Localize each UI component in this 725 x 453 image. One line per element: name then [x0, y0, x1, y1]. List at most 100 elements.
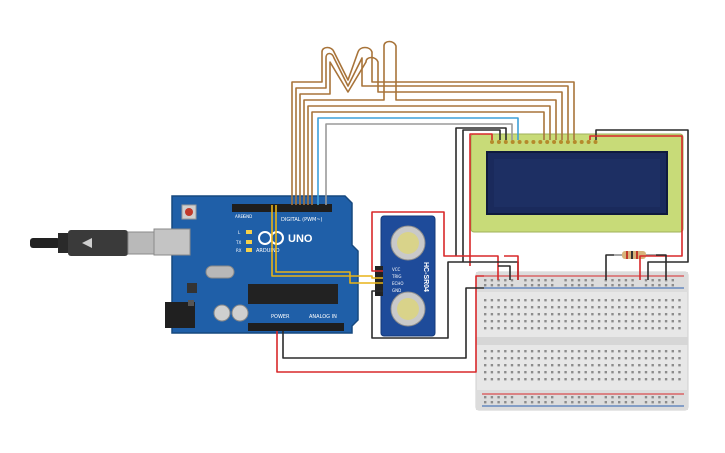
breadboard-hole	[671, 327, 674, 330]
breadboard-hole	[490, 401, 494, 404]
breadboard-hole	[604, 279, 607, 282]
breadboard-hole	[484, 279, 487, 282]
breadboard-hole	[624, 284, 628, 287]
breadboard-hole	[631, 306, 634, 309]
breadboard-hole	[510, 364, 514, 367]
breadboard-hole	[577, 396, 581, 399]
breadboard-hole	[678, 299, 681, 302]
breadboard-hole	[611, 364, 614, 367]
breadboard-hole	[484, 306, 487, 309]
wires	[271, 40, 689, 373]
breadboard-hole	[618, 320, 621, 323]
breadboard-hole	[591, 306, 594, 309]
breadboard-hole	[584, 396, 587, 399]
breadboard-hole	[497, 357, 500, 360]
breadboard-hole	[497, 299, 500, 302]
breadboard-hole	[490, 299, 494, 302]
breadboard-hole	[490, 327, 494, 330]
breadboard-hole	[671, 306, 674, 309]
breadboard-hole	[564, 306, 567, 309]
breadboard-hole	[584, 371, 587, 374]
breadboard-hole	[497, 401, 500, 404]
breadboard-hole	[577, 299, 581, 302]
breadboard-hole	[611, 350, 614, 353]
breadboard-hole	[517, 350, 520, 353]
breadboard-hole	[604, 350, 607, 353]
breadboard-hole	[658, 364, 661, 367]
breadboard-hole	[631, 357, 634, 360]
breadboard-hole	[658, 401, 661, 404]
breadboard-hole	[611, 320, 614, 323]
breadboard-hole	[651, 284, 654, 287]
breadboard-hole	[611, 306, 614, 309]
breadboard-hole	[537, 378, 540, 381]
breadboard-hole	[671, 279, 674, 282]
breadboard-hole	[530, 306, 534, 309]
breadboard-hole	[571, 371, 574, 374]
breadboard-hole	[584, 357, 587, 360]
breadboard-hole	[577, 313, 581, 316]
breadboard-hole	[644, 306, 648, 309]
breadboard-hole	[537, 313, 540, 316]
breadboard-hole	[484, 299, 487, 302]
breadboard-hole	[678, 371, 681, 374]
breadboard-hole	[611, 284, 614, 287]
breadboard-hole	[564, 299, 567, 302]
arduino-uno-board: UNO ARDUINO DIGITAL (PWM~) POWER ANALOG …	[153, 195, 359, 334]
breadboard-hole	[537, 371, 540, 374]
breadboard-hole	[557, 306, 561, 309]
breadboard-hole	[571, 313, 574, 316]
breadboard-hole	[631, 396, 634, 399]
breadboard-hole	[664, 350, 668, 353]
breadboard-hole	[551, 284, 554, 287]
breadboard-hole	[490, 357, 494, 360]
breadboard-hole	[611, 378, 614, 381]
breadboard-hole	[510, 350, 514, 353]
breadboard-hole	[638, 364, 641, 367]
led-tx-label: TX	[235, 240, 241, 245]
breadboard-hole	[530, 357, 534, 360]
breadboard-hole	[504, 284, 507, 287]
breadboard-hole	[544, 320, 547, 323]
breadboard-hole	[524, 396, 527, 399]
breadboard-hole	[517, 327, 520, 330]
breadboard-hole	[604, 327, 607, 330]
breadboard-hole	[510, 279, 514, 282]
breadboard-hole	[544, 396, 547, 399]
breadboard-hole	[651, 350, 654, 353]
breadboard-hole	[564, 371, 567, 374]
sensor-pin-labels: VCC TRIG ECHO GND	[391, 267, 403, 293]
breadboard-hole	[644, 357, 648, 360]
lcd-pin	[559, 140, 563, 144]
breadboard-hole	[571, 401, 574, 404]
breadboard-hole	[624, 327, 628, 330]
breadboard-hole	[618, 357, 621, 360]
breadboard-hole	[664, 320, 668, 323]
breadboard-hole	[624, 364, 628, 367]
breadboard-hole	[530, 313, 534, 316]
breadboard-hole	[524, 320, 527, 323]
breadboard-hole	[571, 327, 574, 330]
breadboard-hole	[497, 364, 500, 367]
breadboard-hole	[584, 327, 587, 330]
breadboard-hole	[517, 378, 520, 381]
breadboard-hole	[571, 284, 574, 287]
breadboard-hole	[504, 313, 507, 316]
analog-header-label: ANALOG IN	[309, 314, 337, 320]
breadboard-hole	[611, 357, 614, 360]
breadboard-hole	[611, 279, 614, 282]
breadboard-hole	[664, 299, 668, 302]
breadboard-hole	[624, 396, 628, 399]
breadboard-hole	[631, 327, 634, 330]
breadboard-hole	[618, 299, 621, 302]
breadboard-hole	[517, 313, 520, 316]
lcd-pin	[593, 140, 598, 144]
breadboard-hole	[577, 350, 581, 353]
board-model: UNO	[288, 233, 313, 245]
breadboard-hole	[591, 357, 594, 360]
breadboard-hole	[644, 279, 648, 282]
breadboard-hole	[504, 378, 507, 381]
breadboard-hole	[591, 364, 594, 367]
breadboard-hole	[551, 357, 554, 360]
usb-cable	[30, 230, 159, 256]
